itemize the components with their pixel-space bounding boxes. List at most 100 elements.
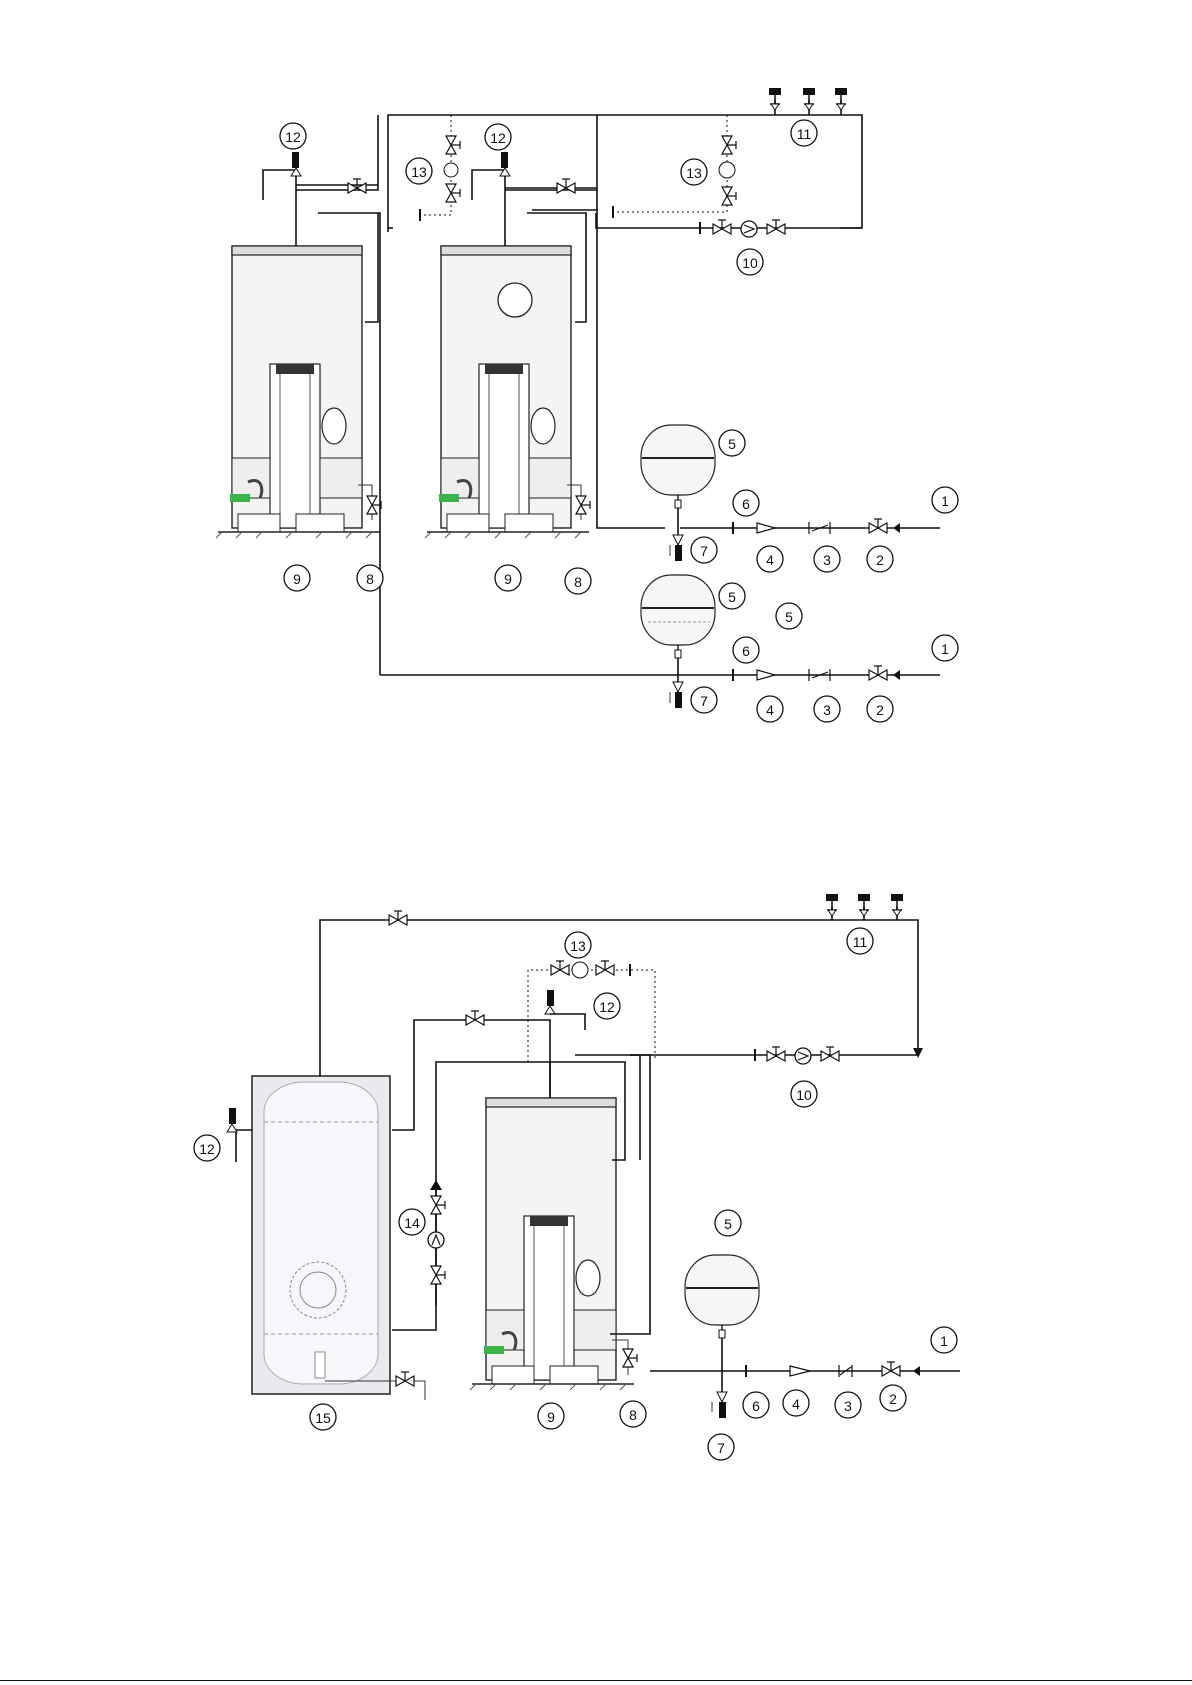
relief-valve-top-right [472,152,597,200]
safety-valve-upper [670,508,683,561]
loading-pump-line [428,1180,445,1305]
callout-hot-water-outlets: 11 [791,120,817,146]
callout-number: 3 [823,552,831,568]
callout-number: 4 [766,552,774,568]
callout-number: 13 [411,164,427,180]
callout-pressure-reducer: 4 [757,696,783,722]
callout-relief-valve: 12 [194,1135,220,1161]
callout-number: 14 [404,1215,420,1231]
relief-valve-top-left [263,152,378,200]
callout-number: 5 [785,609,793,625]
callout-hot-water-outlets: 11 [847,928,873,954]
callout-number: 2 [876,552,884,568]
callout-number: 1 [941,493,949,509]
callout-number: 11 [797,126,812,142]
cold-feed-lower [380,666,940,681]
diagram-top [216,88,940,708]
hot-water-main-bottom [320,920,918,1076]
callout-inlet: 1 [932,487,958,513]
callout-test-point: 6 [743,1392,769,1418]
callout-number: 13 [686,165,702,181]
callout-expansion-vessel: 5 [719,430,745,456]
safety-valve-bottom [712,1338,727,1418]
callout-number: 6 [742,496,750,512]
callout-test-point: 6 [733,637,759,663]
callout-pressure-reducer: 4 [757,546,783,572]
callout-number: 9 [547,1409,555,1425]
callout-number: 7 [717,1440,725,1456]
callout-water-heater: 9 [538,1403,564,1429]
callout-number: 5 [728,589,736,605]
callout-loading-pump: 14 [399,1209,425,1235]
bypass-group-top-right [613,115,736,218]
relief-valve-bottom-heater [545,990,585,1030]
callout-drain-valve: 8 [620,1401,646,1427]
callout-check-valve: 3 [835,1392,861,1418]
callout-number: 15 [315,1410,331,1426]
callout-bypass-group: 13 [681,159,707,185]
callout-expansion-vessel: 5 [776,603,802,629]
callout-number: 9 [504,571,512,587]
cold-feed-upper [680,519,940,534]
callout-number: 12 [199,1141,215,1157]
callout-expansion-vessel: 5 [715,1210,741,1236]
callout-number: 8 [574,574,582,590]
callout-number: 9 [293,571,301,587]
callout-pressure-reducer: 4 [783,1390,809,1416]
callout-inlet: 1 [932,635,958,661]
callout-number: 6 [752,1398,760,1414]
callout-number: 5 [728,436,736,452]
callout-number: 5 [724,1216,732,1232]
callout-number: 1 [940,1333,948,1349]
callout-number: 8 [366,571,374,587]
callout-number: 2 [889,1391,897,1407]
callout-number: 2 [876,702,884,718]
callout-number: 4 [792,1396,800,1412]
callout-safety-valve-group: 7 [691,687,717,713]
callout-test-point: 6 [733,490,759,516]
callout-relief-valve: 12 [280,123,306,149]
cold-feed-bottom [650,1362,960,1377]
callout-drain-valve: 8 [565,568,591,594]
callout-circulation-pump: 10 [791,1081,817,1107]
callout-check-valve: 3 [814,696,840,722]
page-bottom-rule [0,1680,1192,1681]
relief-valve-tank [227,1108,252,1162]
callout-number: 6 [742,643,750,659]
callout-storage-tank: 15 [310,1404,336,1430]
expansion-vessel-upper [641,425,715,508]
callout-number: 4 [766,702,774,718]
expansion-vessel-bottom [685,1255,759,1338]
callout-safety-valve-group: 7 [691,537,717,563]
callout-bypass-group: 13 [565,932,591,958]
safety-valve-lower [670,658,683,708]
callout-inlet: 1 [931,1327,957,1353]
callout-water-heater: 9 [495,565,521,591]
water-heater-bottom [470,1098,634,1390]
callout-bypass-group: 13 [406,158,432,184]
callout-drain-valve: 8 [357,565,383,591]
callout-check-valve: 3 [814,546,840,572]
callout-number: 3 [844,1398,852,1414]
callout-number: 11 [853,934,868,950]
callout-number: 12 [490,130,506,146]
callout-number: 13 [570,938,586,954]
hot-water-outlets [769,88,847,115]
callout-shutoff-valve: 2 [867,546,893,572]
callout-number: 7 [700,693,708,709]
expansion-vessel-lower [641,575,715,658]
callout-number: 10 [742,255,758,271]
callout-number: 1 [941,641,949,657]
callout-circulation-pump: 10 [737,249,763,275]
callout-number: 12 [599,999,615,1015]
callout-shutoff-valve: 2 [880,1385,906,1411]
circulation-line-top [388,213,862,237]
callout-expansion-vessel: 5 [719,583,745,609]
water-heater-left [216,246,380,538]
callout-relief-valve: 12 [594,993,620,1019]
callout-number: 10 [796,1087,812,1103]
callout-safety-valve-group: 7 [708,1434,734,1460]
callout-number: 7 [700,543,708,559]
storage-tank [252,1076,390,1394]
callout-number: 8 [629,1407,637,1423]
